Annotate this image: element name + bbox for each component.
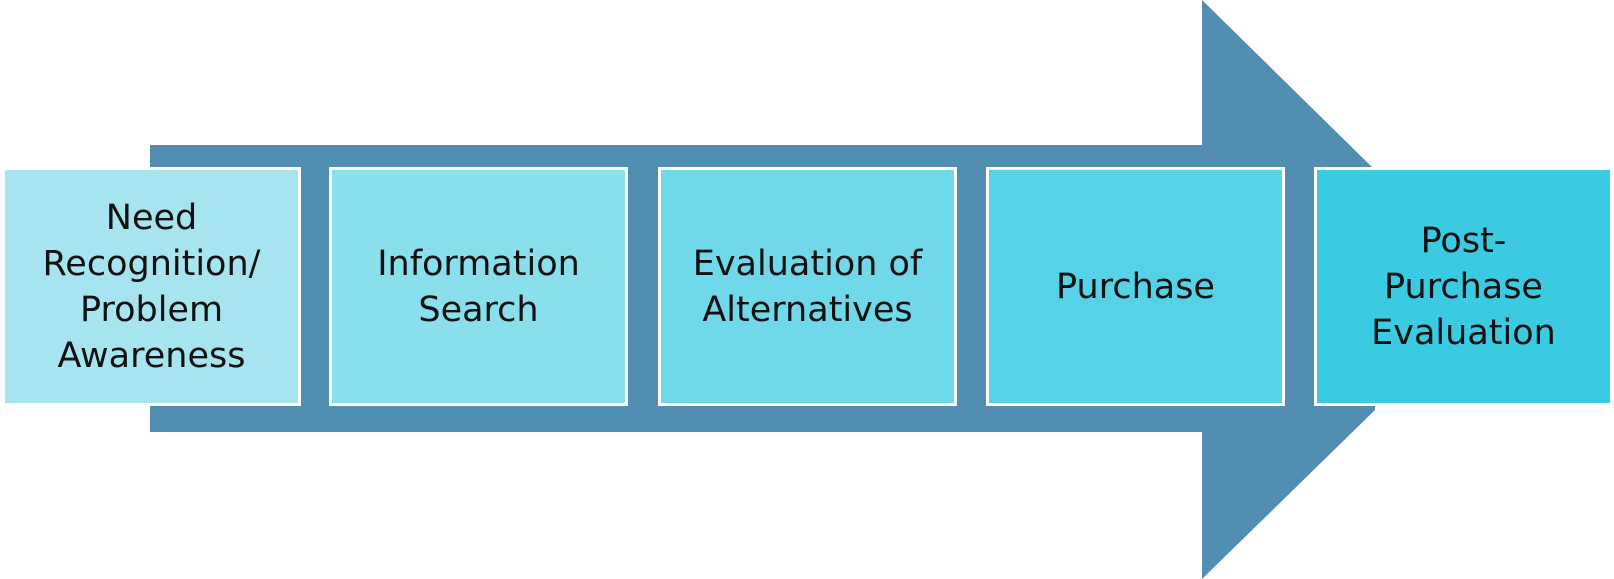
step-evaluation-of-alternatives: Evaluation of Alternatives bbox=[658, 167, 957, 406]
step-purchase: Purchase bbox=[986, 167, 1285, 406]
step-need-recognition: Need Recognition/ Problem Awareness bbox=[2, 167, 301, 406]
step-label: Evaluation of Alternatives bbox=[692, 243, 923, 330]
step-label: Post- Purchase Evaluation bbox=[1371, 220, 1556, 353]
step-label: Information Search bbox=[377, 243, 580, 330]
step-post-purchase-evaluation: Post- Purchase Evaluation bbox=[1314, 167, 1613, 406]
step-label: Need Recognition/ Problem Awareness bbox=[42, 197, 261, 376]
step-label: Purchase bbox=[1056, 266, 1215, 307]
step-information-search: Information Search bbox=[329, 167, 628, 406]
